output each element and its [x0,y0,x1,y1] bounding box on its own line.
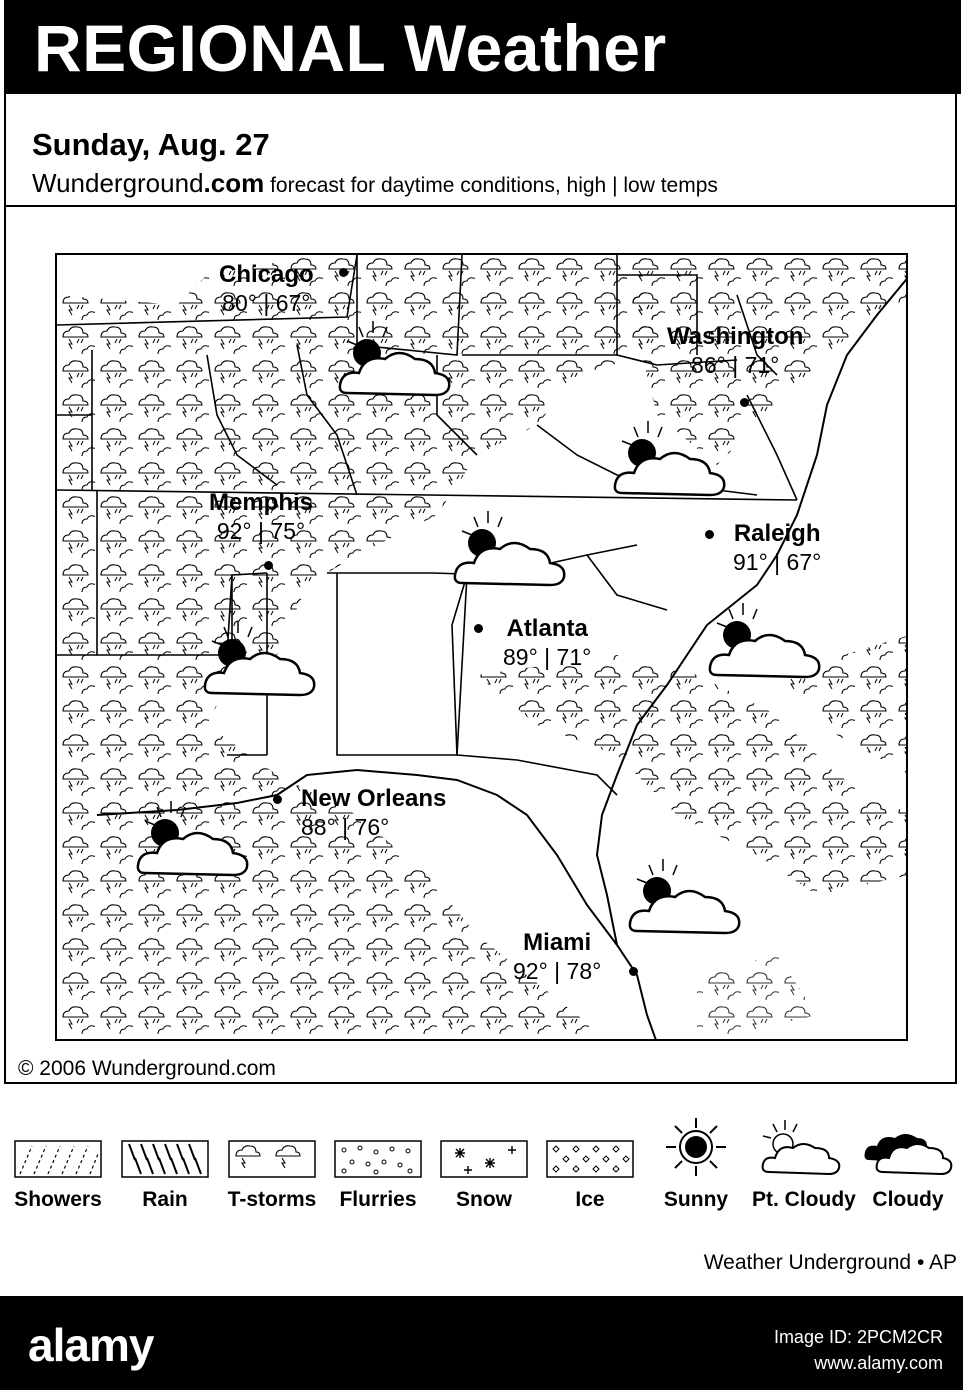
snow-pattern-icon [440,1140,528,1178]
city-name: Memphis [209,489,314,516]
city-raleigh: Raleigh 91° | 67° [733,520,821,576]
city-temps: 92° | 78° [513,958,602,984]
city-name: Atlanta [506,615,588,642]
flurries-pattern-icon [334,1140,422,1178]
memphis-dot [264,561,273,570]
tstorms-pattern-icon [228,1140,316,1178]
weather-map: Chicago 80° | 67° Washington 86° | 71° M… [55,253,908,1041]
ice-pattern-icon [546,1140,634,1178]
city-temps: 88° | 76° [301,814,390,840]
city-name: Raleigh [733,520,821,547]
legend-showers: Showers [8,1140,108,1212]
atlanta-dot [474,624,483,633]
city-temps: 86° | 71° [691,352,780,378]
credit-line: Weather Underground • AP [703,1251,957,1274]
city-washington: Washington 86° | 71° [667,323,803,379]
partly-cloudy-icon [453,511,566,587]
raleigh-dot [705,530,714,539]
graphic-frame [4,94,957,1084]
city-name: New Orleans [301,785,447,812]
partly-cloudy-icon [613,421,726,497]
legend-label: Rain [142,1188,188,1211]
page-title: REGIONAL Weather [34,11,667,85]
legend-label: Flurries [339,1188,417,1211]
image-id: Image ID: 2PCM2CR [773,1327,943,1347]
city-name: Washington [667,323,804,350]
legend-label: Pt. Cloudy [752,1188,856,1211]
city-temps: 89° | 71° [503,644,592,670]
sun-icon [666,1118,726,1176]
legend-label: Showers [14,1188,102,1211]
miami-dot [629,967,638,976]
legend-label: T-storms [227,1188,317,1211]
header-banner: REGIONAL Weather [4,0,961,94]
chicago-dot [339,268,348,277]
city-memphis: Memphis 92° | 75° [209,489,313,545]
legend-snow: Snow [434,1140,534,1212]
city-atlanta: Atlanta 89° | 71° [503,615,591,671]
legend-rain: Rain [115,1140,215,1212]
forecast-description: forecast for daytime conditions, high | … [270,174,718,197]
rain-pattern-icon [121,1140,209,1178]
city-new-orleans: New Orleans 88° | 76° [301,785,446,841]
image-id-block: Image ID: 2PCM2CR www.alamy.com [774,1324,943,1376]
showers-pattern-icon [14,1140,102,1178]
washington-dot [740,398,749,407]
city-chicago: Chicago 80° | 67° [219,261,314,317]
city-name: Miami [523,929,592,956]
legend-pt-cloudy: Pt. Cloudy [752,1116,856,1212]
city-name: Chicago [219,261,314,288]
legend-tstorms: T-storms [222,1140,322,1212]
legend-ice: Ice [540,1140,640,1212]
site-name: Wunderground.com [32,168,265,198]
forecast-date: Sunday, Aug. 27 [32,127,270,162]
legend-label: Ice [575,1188,605,1211]
forecast-subtitle: Wunderground.com forecast for daytime co… [32,168,718,199]
partly-cloudy-icon [338,321,451,397]
legend-label: Sunny [663,1188,729,1211]
map-copyright: © 2006 Wunderground.com [18,1057,276,1080]
watermark-logo: alamy [28,1319,154,1371]
watermark-site: www.alamy.com [814,1353,943,1373]
legend-cloudy: Cloudy [858,1116,958,1212]
cloudy-icon [864,1134,953,1176]
city-miami: Miami 92° | 78° [513,929,601,985]
new-orleans-dot [273,795,282,804]
watermark-footer: alamy Image ID: 2PCM2CR www.alamy.com [0,1296,963,1390]
partly-cloudy-icon [628,859,741,935]
partly-cloudy-icon [761,1120,841,1176]
legend-label: Snow [456,1188,512,1211]
city-temps: 80° | 67° [222,290,311,316]
partly-cloudy-icon [203,621,316,697]
partly-cloudy-icon [708,603,821,679]
city-temps: 91° | 67° [733,549,822,575]
partly-cloudy-icon [136,801,249,877]
legend-flurries: Flurries [328,1140,428,1212]
city-temps: 92° | 75° [216,518,306,544]
header-divider [4,205,957,207]
legend-sunny: Sunny [646,1116,746,1212]
legend-label: Cloudy [872,1188,944,1211]
